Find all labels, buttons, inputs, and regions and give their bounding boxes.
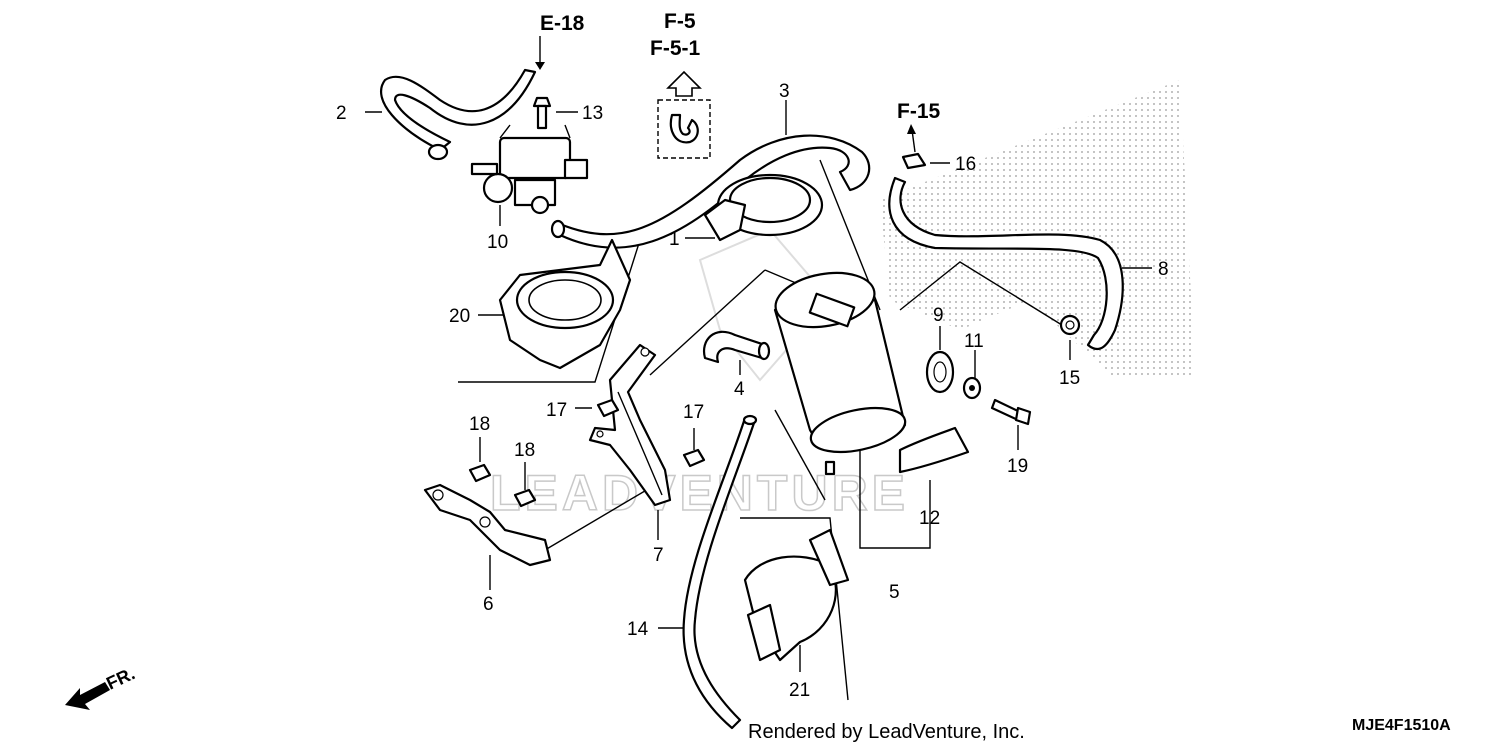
stay-bracket-7: [588, 343, 672, 507]
callout-20: 20: [449, 306, 470, 327]
bolt-18a: [468, 463, 492, 483]
callout-9: 9: [933, 305, 944, 326]
rendered-by-text: Rendered by LeadVenture, Inc.: [748, 721, 1025, 743]
bolt-18b: [513, 488, 537, 508]
callout-numbers: 1 2 3 4 5 6 7 8 9 10 11 12 13 14 15 16 1…: [336, 81, 1169, 701]
callout-12: 12: [919, 508, 940, 529]
ref-e18: E-18: [540, 12, 585, 35]
callout-5: 5: [889, 582, 900, 603]
callout-19: 19: [1007, 456, 1028, 477]
hose-3: [550, 134, 871, 249]
bolt-17a: [596, 398, 620, 418]
cover-21: [743, 528, 850, 662]
callout-16: 16: [955, 154, 976, 175]
callout-21: 21: [789, 680, 810, 701]
callout-8: 8: [1158, 259, 1169, 280]
callout-10: 10: [487, 232, 508, 253]
callout-17a: 17: [546, 400, 567, 421]
bolt-19: [990, 398, 1032, 426]
bolt-17b: [682, 448, 706, 468]
rubber-strip-12: [898, 426, 970, 474]
callout-18a: 18: [469, 414, 490, 435]
ref-f5: F-5: [664, 10, 696, 33]
washer-11: [962, 376, 982, 400]
diagram-code: MJE4F1510A: [1352, 717, 1451, 734]
callout-7: 7: [653, 545, 664, 566]
clip-inset: [657, 70, 711, 159]
elbow-hose-4: [702, 330, 771, 364]
callout-4: 4: [734, 379, 745, 400]
ref-f15: F-15: [897, 100, 941, 123]
callout-18b: 18: [514, 440, 535, 461]
bolt-13: [532, 96, 552, 130]
canister-5: [773, 271, 907, 476]
clip-16: [901, 152, 927, 170]
hose-clamp-15: [1059, 314, 1081, 336]
front-arrow: FR.: [65, 663, 138, 710]
bracket-20: [498, 238, 632, 370]
clamp-ring-1: [703, 173, 824, 242]
ref-f5-1: F-5-1: [650, 37, 700, 60]
callout-13: 13: [582, 103, 603, 124]
callout-11: 11: [964, 331, 984, 352]
callout-14: 14: [627, 619, 649, 640]
watermark-text: LEADVENTURE: [490, 465, 909, 521]
callout-2: 2: [336, 103, 347, 124]
callout-1: 1: [669, 229, 680, 250]
callout-3: 3: [779, 81, 790, 102]
hose-8: [888, 176, 1124, 351]
callout-17b: 17: [683, 402, 704, 423]
bracket-6: [423, 483, 552, 567]
solenoid-valve-10: [470, 124, 589, 215]
hose-2: [379, 68, 537, 161]
callout-6: 6: [483, 594, 494, 615]
callout-15: 15: [1059, 368, 1080, 389]
grommet-9: [925, 350, 955, 394]
hose-14: [682, 414, 758, 730]
